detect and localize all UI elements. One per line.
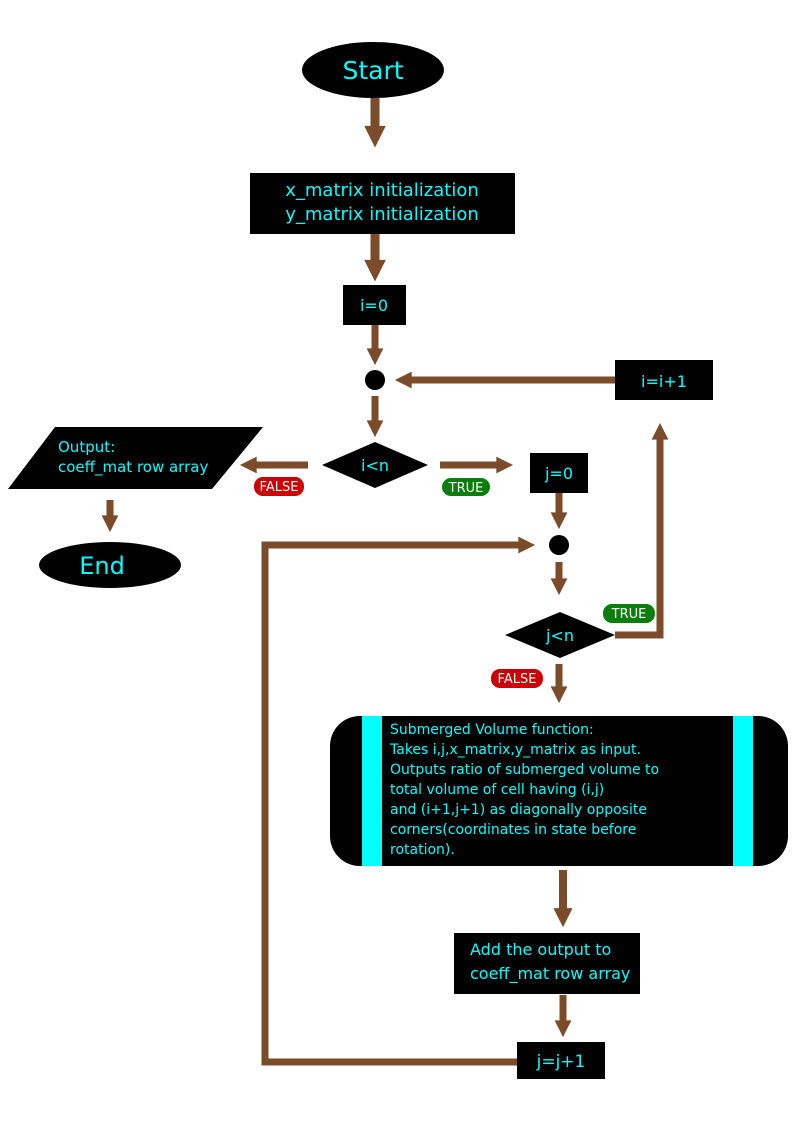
i-increment-node: i=i+1 bbox=[615, 360, 713, 400]
arrow-jinc-loop-to-junction bbox=[261, 536, 536, 1066]
j-false-label: FALSE bbox=[498, 672, 537, 687]
i-init-label: i=0 bbox=[360, 296, 388, 315]
output-line-1: Output: bbox=[58, 438, 115, 456]
output-node: Output: coeff_mat row array bbox=[8, 427, 263, 489]
i-condition-label: i<n bbox=[361, 456, 389, 475]
j-increment-label: j=j+1 bbox=[536, 1052, 586, 1072]
add-output-node: Add the output to coeff_mat row array bbox=[454, 933, 640, 994]
end-label: End bbox=[79, 552, 125, 580]
j-condition-node: j<n bbox=[505, 612, 615, 658]
j-increment-node: j=j+1 bbox=[517, 1042, 605, 1079]
arrow-jcond-true-to-iinc bbox=[615, 422, 669, 639]
i-condition-node: i<n bbox=[322, 442, 428, 488]
i-false-badge: FALSE bbox=[254, 477, 304, 496]
j-init-label: j=0 bbox=[544, 464, 573, 483]
i-init-node: i=0 bbox=[343, 285, 406, 325]
j-true-label: TRUE bbox=[611, 607, 647, 622]
i-true-badge: TRUE bbox=[442, 478, 490, 496]
submerged-line-1: Submerged Volume function: bbox=[390, 722, 594, 738]
start-node: Start bbox=[302, 42, 444, 98]
j-true-badge: TRUE bbox=[603, 604, 655, 623]
submerged-left-bar bbox=[362, 716, 382, 866]
submerged-line-6: corners(coordinates in state before bbox=[390, 822, 636, 838]
submerged-line-2: Takes i,j,x_matrix,y_matrix as input. bbox=[389, 742, 641, 758]
i-false-label: FALSE bbox=[260, 480, 299, 495]
submerged-right-bar bbox=[733, 716, 753, 866]
submerged-line-4: total volume of cell having (i,j) bbox=[390, 782, 604, 798]
submerged-line-5: and (i+1,j+1) as diagonally opposite bbox=[390, 802, 647, 818]
i-increment-label: i=i+1 bbox=[641, 372, 687, 391]
add-line-2: coeff_mat row array bbox=[470, 964, 630, 984]
j-false-badge: FALSE bbox=[491, 669, 543, 688]
init-line-1: x_matrix initialization bbox=[285, 180, 479, 201]
submerged-line-3: Outputs ratio of submerged volume to bbox=[390, 762, 659, 778]
i-true-label: TRUE bbox=[448, 481, 484, 496]
submerged-volume-node: Submerged Volume function: Takes i,j,x_m… bbox=[330, 716, 788, 866]
j-init-node: j=0 bbox=[530, 453, 588, 493]
junction-i bbox=[365, 370, 385, 390]
start-label: Start bbox=[342, 56, 403, 85]
end-node: End bbox=[39, 542, 181, 588]
init-process-node: x_matrix initialization y_matrix initial… bbox=[250, 173, 515, 234]
j-condition-label: j<n bbox=[545, 626, 574, 645]
add-line-1: Add the output to bbox=[470, 940, 611, 959]
init-line-2: y_matrix initialization bbox=[285, 204, 479, 225]
output-line-2: coeff_mat row array bbox=[58, 458, 208, 477]
junction-j bbox=[549, 535, 569, 555]
submerged-line-7: rotation). bbox=[390, 842, 455, 858]
